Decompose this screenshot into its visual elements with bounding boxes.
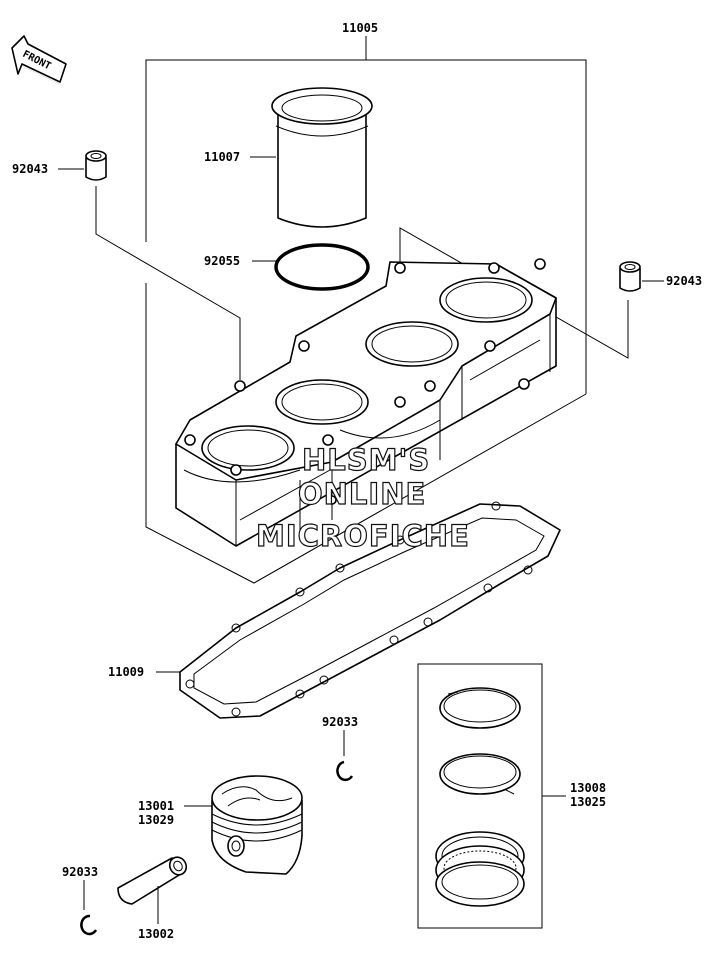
cylinder-block [175, 258, 557, 547]
label-13008: 13008 [570, 781, 606, 795]
label-92033-middle: 92033 [322, 715, 358, 729]
watermark-line-3: MICROFICHE [256, 519, 470, 553]
label-92033-lower: 92033 [62, 865, 98, 879]
watermark: HLSM'S ONLINE MICROFICHE [255, 442, 470, 553]
circlip-92033-middle [336, 760, 354, 782]
label-11009: 11009 [108, 665, 144, 679]
label-92043-right: 92043 [666, 274, 702, 288]
piston-ring-set-13008 [417, 663, 566, 929]
dowel-pin-92043-right [619, 261, 641, 292]
watermark-line-2: ONLINE [298, 477, 426, 511]
cylinder-liner-11007 [271, 87, 373, 228]
label-11007: 11007 [204, 150, 240, 164]
watermark-line-1: HLSM'S [302, 443, 430, 477]
label-13001: 13001 [138, 799, 174, 813]
cylinder-base-gasket-11009 [179, 501, 561, 719]
label-13002: 13002 [138, 927, 174, 941]
label-13025: 13025 [570, 795, 606, 809]
circlip-92033-lower [80, 914, 98, 936]
piston-pin-13002 [117, 856, 188, 905]
o-ring-92055 [274, 243, 370, 291]
label-92043-left: 92043 [12, 162, 48, 176]
label-11005: 11005 [342, 21, 378, 35]
label-92055: 92055 [204, 254, 240, 268]
front-direction-arrow-icon: FRONT [11, 35, 67, 86]
piston-13001 [211, 775, 303, 875]
dowel-pin-92043-left [85, 150, 107, 181]
label-13029: 13029 [138, 813, 174, 827]
assembly-bracket-11005 [145, 36, 587, 584]
